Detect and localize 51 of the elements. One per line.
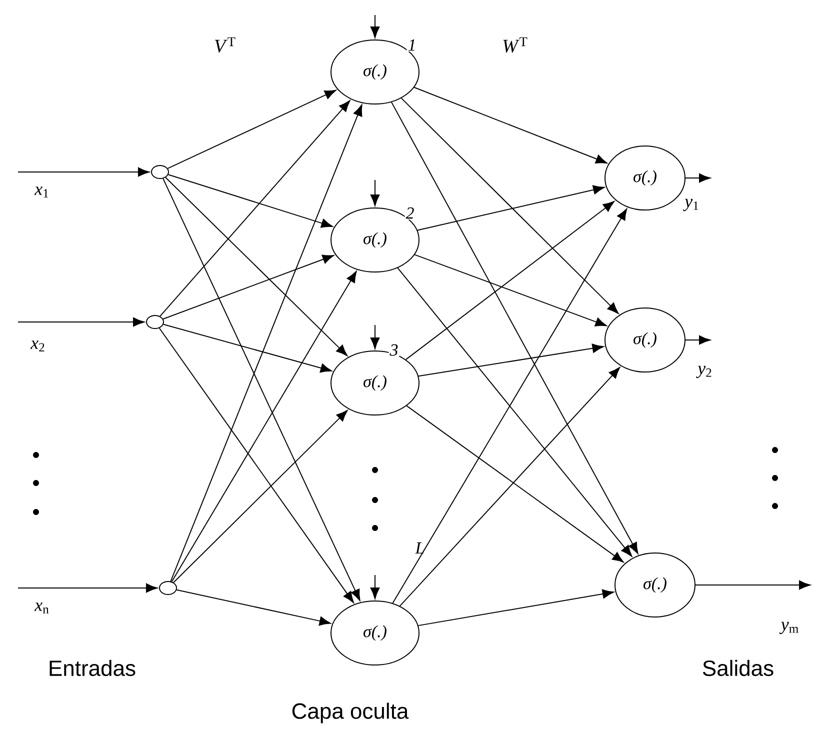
neuron-number: 2 bbox=[404, 206, 416, 220]
arrow bbox=[370, 324, 380, 349]
arrow bbox=[176, 589, 331, 626]
neuron-number: 3 bbox=[388, 343, 400, 357]
layer-label: W$^{T}$ bbox=[503, 37, 528, 53]
arrow bbox=[390, 102, 638, 554]
arrow bbox=[170, 104, 362, 582]
arrow bbox=[162, 178, 360, 601]
arrow bbox=[406, 405, 624, 563]
arrow bbox=[171, 271, 357, 582]
arrow bbox=[370, 574, 380, 599]
arrow bbox=[400, 98, 619, 314]
arrow bbox=[685, 335, 710, 345]
layer-label: Salidas bbox=[702, 660, 774, 676]
arrow bbox=[165, 176, 348, 356]
arrow bbox=[397, 267, 632, 557]
arrow bbox=[158, 328, 354, 603]
arrow bbox=[18, 583, 158, 593]
input-node bbox=[159, 581, 177, 595]
neuron-number: 1 bbox=[406, 38, 418, 52]
layer-label: V$^{T}$ bbox=[214, 37, 236, 53]
arrow bbox=[167, 90, 336, 169]
arrow bbox=[18, 167, 150, 177]
edge-label: y$_{2}$ bbox=[696, 366, 712, 378]
arrow bbox=[162, 324, 332, 373]
arrow bbox=[392, 208, 628, 604]
arrow bbox=[695, 580, 810, 590]
arrow bbox=[414, 254, 607, 326]
arrow bbox=[162, 254, 334, 320]
edge-label: y$_{1}$ bbox=[683, 198, 698, 212]
edge-label: y$_{m}$ bbox=[779, 622, 798, 634]
arrow bbox=[418, 589, 614, 626]
arrow bbox=[405, 201, 614, 360]
layer-label: Entradas bbox=[50, 660, 136, 676]
arrow bbox=[18, 317, 144, 327]
arrow bbox=[173, 410, 348, 583]
edge-label: x$_{1}$ bbox=[34, 186, 48, 198]
arrow bbox=[399, 367, 620, 607]
edge-label: x$_{2}$ bbox=[30, 340, 44, 352]
input-node bbox=[146, 315, 164, 329]
arrow bbox=[414, 86, 608, 164]
arrow bbox=[370, 14, 380, 38]
arrow bbox=[168, 174, 333, 228]
arrow bbox=[160, 100, 350, 317]
edge-label: x$_{n}$ bbox=[34, 602, 49, 614]
input-node bbox=[151, 165, 169, 179]
layer-label: Capa oculta bbox=[292, 702, 409, 724]
arrow bbox=[418, 344, 604, 377]
arrow bbox=[370, 180, 380, 206]
arrow bbox=[416, 185, 605, 231]
arrow bbox=[685, 173, 710, 183]
